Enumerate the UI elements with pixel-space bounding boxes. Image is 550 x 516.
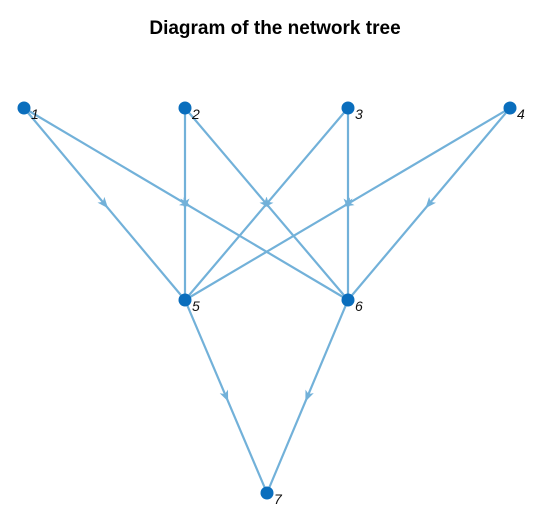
node-label-1: 1 [31,106,39,122]
arrowhead-5-7 [219,389,229,402]
arrowhead-2-5 [180,198,190,210]
arrowhead-3-5 [262,196,274,209]
edges-layer [23,107,511,494]
node-1 [17,101,31,115]
labels-layer: 1 2 3 4 5 6 7 [31,106,525,507]
node-5 [178,293,192,307]
node-label-3: 3 [355,106,363,122]
node-label-4: 4 [517,106,525,122]
node-3 [341,101,355,115]
arrowhead-1-5 [97,196,109,209]
node-label-2: 2 [191,106,200,122]
arrowhead-4-6 [425,196,436,209]
node-label-7: 7 [274,491,283,507]
arrows-layer [97,196,436,402]
arrowhead-4-5 [342,197,355,207]
node-label-6: 6 [355,298,363,314]
diagram-title: Diagram of the network tree [149,18,401,39]
node-2 [178,101,192,115]
node-7 [260,486,274,500]
node-4 [503,101,517,115]
arrowhead-6-7 [305,389,314,402]
nodes-layer [17,101,517,500]
node-label-5: 5 [192,298,200,314]
node-6 [341,293,355,307]
